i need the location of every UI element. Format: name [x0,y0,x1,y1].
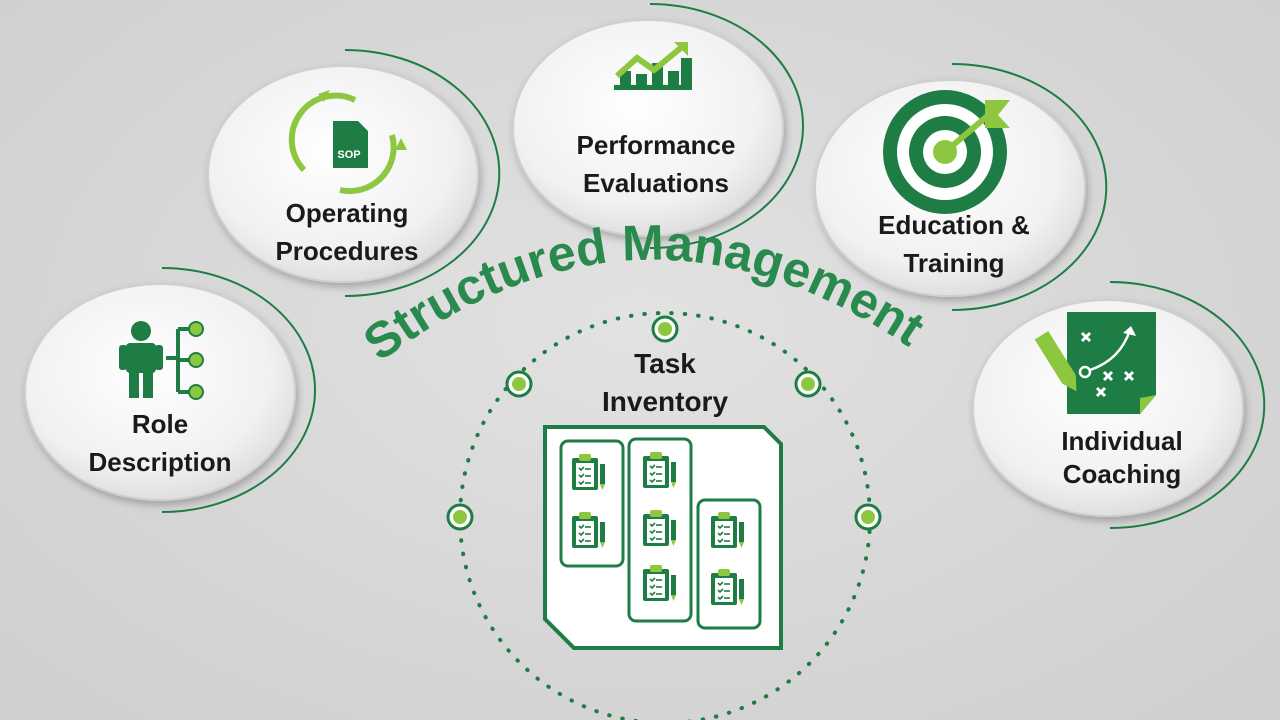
center-label-line: Inventory [601,386,729,417]
node-label-line: Coaching [1062,459,1182,489]
orbit-node [505,370,533,398]
target-icon [883,90,1010,214]
node-label-line: Training [903,248,1005,278]
node-label-edu: Education & Training [844,206,1064,282]
orbit-node [651,315,679,343]
node-label-sop: Operating Procedures [247,194,447,270]
center-label-line: Task [634,348,696,379]
node-label-line: Description [88,447,232,477]
node-label-line: Performance [576,130,736,160]
node-label-perf: Performance Evaluations [546,126,766,202]
disc-sop [207,49,501,297]
disc-role [24,267,316,513]
node-label-line: Education & [878,210,1030,240]
growth-chart-icon [614,42,692,90]
orbit-node [854,503,882,531]
task-inventory-board [543,425,783,650]
node-label-coach: Individual Coaching [1022,425,1222,491]
orbit-node [794,370,822,398]
node-label-line: Individual [1061,426,1183,456]
center-label: Task Inventory [565,345,765,421]
node-label-line: Role [131,409,189,439]
disc-perf [512,3,804,249]
sop-icon-text: SOP [337,149,360,161]
org-role-icon [119,321,204,400]
node-label-role: Role Description [60,405,260,481]
sop-cycle-icon: SOP [288,90,407,195]
strategy-board-icon [1034,312,1156,414]
orbit-node [446,503,474,531]
node-label-line: Procedures [275,236,419,266]
node-label-line: Operating [285,198,409,228]
node-label-line: Evaluations [583,168,729,198]
